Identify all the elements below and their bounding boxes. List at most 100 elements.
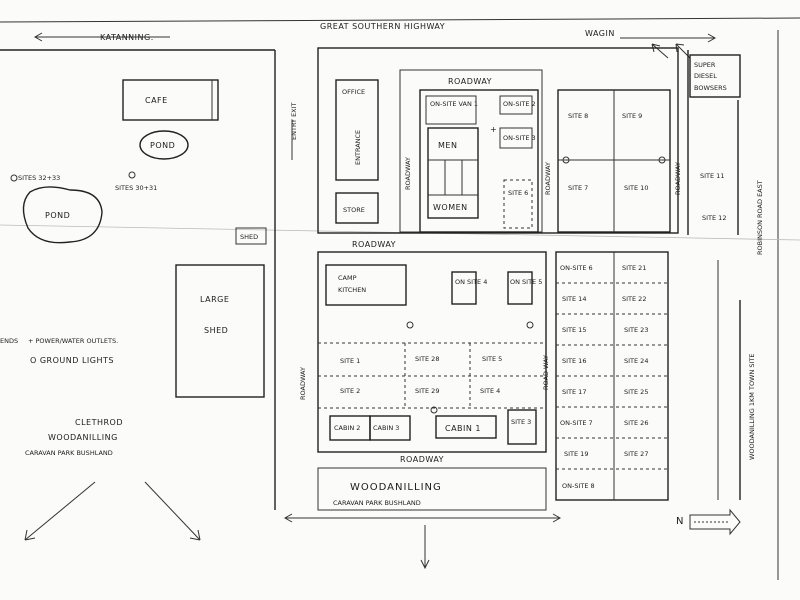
sites-30-31-label: SITES 30+31 xyxy=(115,184,157,192)
pond-2-label: POND xyxy=(45,211,70,220)
credit-park: CARAVAN PARK BUSHLAND xyxy=(25,449,113,457)
cabin-1-label: CABIN 1 xyxy=(445,424,481,433)
site-5-label: SITE 5 xyxy=(482,355,502,363)
site-12-label: SITE 12 xyxy=(702,214,726,222)
roadway-label-mid: ROADWAY xyxy=(544,162,552,195)
site-22-label: SITE 22 xyxy=(622,295,646,303)
site-26-label: SITE 26 xyxy=(624,419,648,427)
cabin-3-label: CABIN 3 xyxy=(373,424,399,432)
office-label: OFFICE xyxy=(342,88,365,96)
legend-prefix: ENDS xyxy=(0,337,18,345)
large-shed xyxy=(175,264,265,398)
shed-small-label: SHED xyxy=(240,233,258,241)
site-14-label: SITE 14 xyxy=(562,295,586,303)
roadway-label-upper: ROADWAY xyxy=(448,77,492,86)
roadway-label-west: ROADWAY xyxy=(299,367,307,400)
cabin-2-label: CABIN 2 xyxy=(334,424,360,432)
site-8-label: SITE 8 xyxy=(568,112,588,120)
roadway-label-inner: ROADWAY xyxy=(404,157,412,190)
roadway-label-east: ROADWAY xyxy=(674,162,682,195)
diesel-bowsers xyxy=(689,54,741,98)
upper-block xyxy=(317,47,679,234)
onsite-5-label: ON SITE 5 xyxy=(510,278,542,286)
ground-light-icon xyxy=(526,321,534,329)
onsite-3-label: ON-SITE 3 xyxy=(503,134,536,142)
amenities-block xyxy=(419,89,539,233)
office-sub-label: ENTRANCE xyxy=(354,130,362,165)
shed-small xyxy=(235,227,267,245)
onsite-2-label: ON-SITE 2 xyxy=(503,100,536,108)
inner-block xyxy=(399,69,543,233)
site-27-label: SITE 27 xyxy=(624,450,648,458)
super-label: SUPER xyxy=(694,61,716,69)
women-label: WOMEN xyxy=(433,203,468,212)
katanning-arrow-head xyxy=(33,32,43,42)
ground-light-icon xyxy=(430,406,438,414)
store-building xyxy=(335,192,379,224)
north-arrow-icon xyxy=(689,508,741,536)
ground-light-icon xyxy=(562,156,570,164)
site-24-label: SITE 24 xyxy=(624,357,648,365)
entry-arrow xyxy=(651,43,669,59)
pond-1 xyxy=(139,130,189,160)
site-15-label: SITE 15 xyxy=(562,326,586,334)
legend-power: + POWER/WATER OUTLETS. xyxy=(28,337,118,345)
pond-2 xyxy=(22,186,103,244)
cafe-label: CAFE xyxy=(145,96,168,105)
onsite-2 xyxy=(499,95,533,115)
onsite-7-label: ON-SITE 7 xyxy=(560,419,593,427)
bottom-subtitle: CARAVAN PARK BUSHLAND xyxy=(333,499,421,507)
site-3-plot xyxy=(507,409,537,445)
bottom-arrow-left xyxy=(283,513,293,523)
site-9-label: SITE 9 xyxy=(622,112,642,120)
onsite-5 xyxy=(507,271,533,305)
arrow-se-head xyxy=(189,529,201,541)
wagin-arrow-head xyxy=(707,33,717,43)
arrow-sw xyxy=(24,481,96,541)
townsite-label: WOODANILLING 1KM TOWN SITE xyxy=(748,353,756,460)
camp-kitchen xyxy=(325,264,407,306)
bottom-arrow-right xyxy=(552,513,562,523)
down-arrow-head xyxy=(420,559,430,570)
site-6-plot xyxy=(503,179,533,229)
onsite-3 xyxy=(499,127,533,149)
entry-exit-label: ENTRY EXIT xyxy=(290,102,298,140)
site-16-label: SITE 16 xyxy=(562,357,586,365)
sites-32-33-label: SITES 32+33 xyxy=(18,174,60,182)
ground-light-icon xyxy=(128,171,136,179)
road-label-wagin: WAGIN xyxy=(585,29,615,38)
roadway-label-vertical: ROAD WAY xyxy=(542,355,550,390)
top-edge-line xyxy=(0,17,800,23)
site-29-label: SITE 29 xyxy=(415,387,439,395)
onsite-van-1 xyxy=(425,95,477,125)
legend-lights: O GROUND LIGHTS xyxy=(30,356,114,365)
toilet-block xyxy=(427,127,479,219)
lower-block xyxy=(317,251,547,453)
office-building xyxy=(335,79,379,181)
site-7-label: SITE 7 xyxy=(568,184,588,192)
large-shed-label-1: LARGE xyxy=(200,295,229,304)
road-label-katanning: KATANNING. xyxy=(100,33,154,42)
onsite-6-label: ON-SITE 6 xyxy=(560,264,593,272)
site-28-label: SITE 28 xyxy=(415,355,439,363)
cafe-building xyxy=(122,79,219,121)
road-label-great-southern: GREAT SOUTHERN HIGHWAY xyxy=(320,22,445,31)
site-1-label: SITE 1 xyxy=(340,357,360,365)
site-6-label: SITE 6 xyxy=(508,189,528,197)
roadway-label-middle: ROADWAY xyxy=(352,240,396,249)
site-4-label: SITE 4 xyxy=(480,387,500,395)
bottom-bushland-block xyxy=(317,467,547,511)
site-11-label: SITE 11 xyxy=(700,172,724,180)
arrow-se xyxy=(144,481,201,541)
ground-light-icon xyxy=(406,321,414,329)
credit-town: WOODANILLING xyxy=(48,433,118,442)
ground-light-icon xyxy=(658,156,666,164)
site-23-label: SITE 23 xyxy=(624,326,648,334)
north-label: N xyxy=(676,516,684,527)
site-2-label: SITE 2 xyxy=(340,387,360,395)
site-10-label: SITE 10 xyxy=(624,184,648,192)
site-17-label: SITE 17 xyxy=(562,388,586,396)
camp-label: CAMP xyxy=(338,274,357,282)
